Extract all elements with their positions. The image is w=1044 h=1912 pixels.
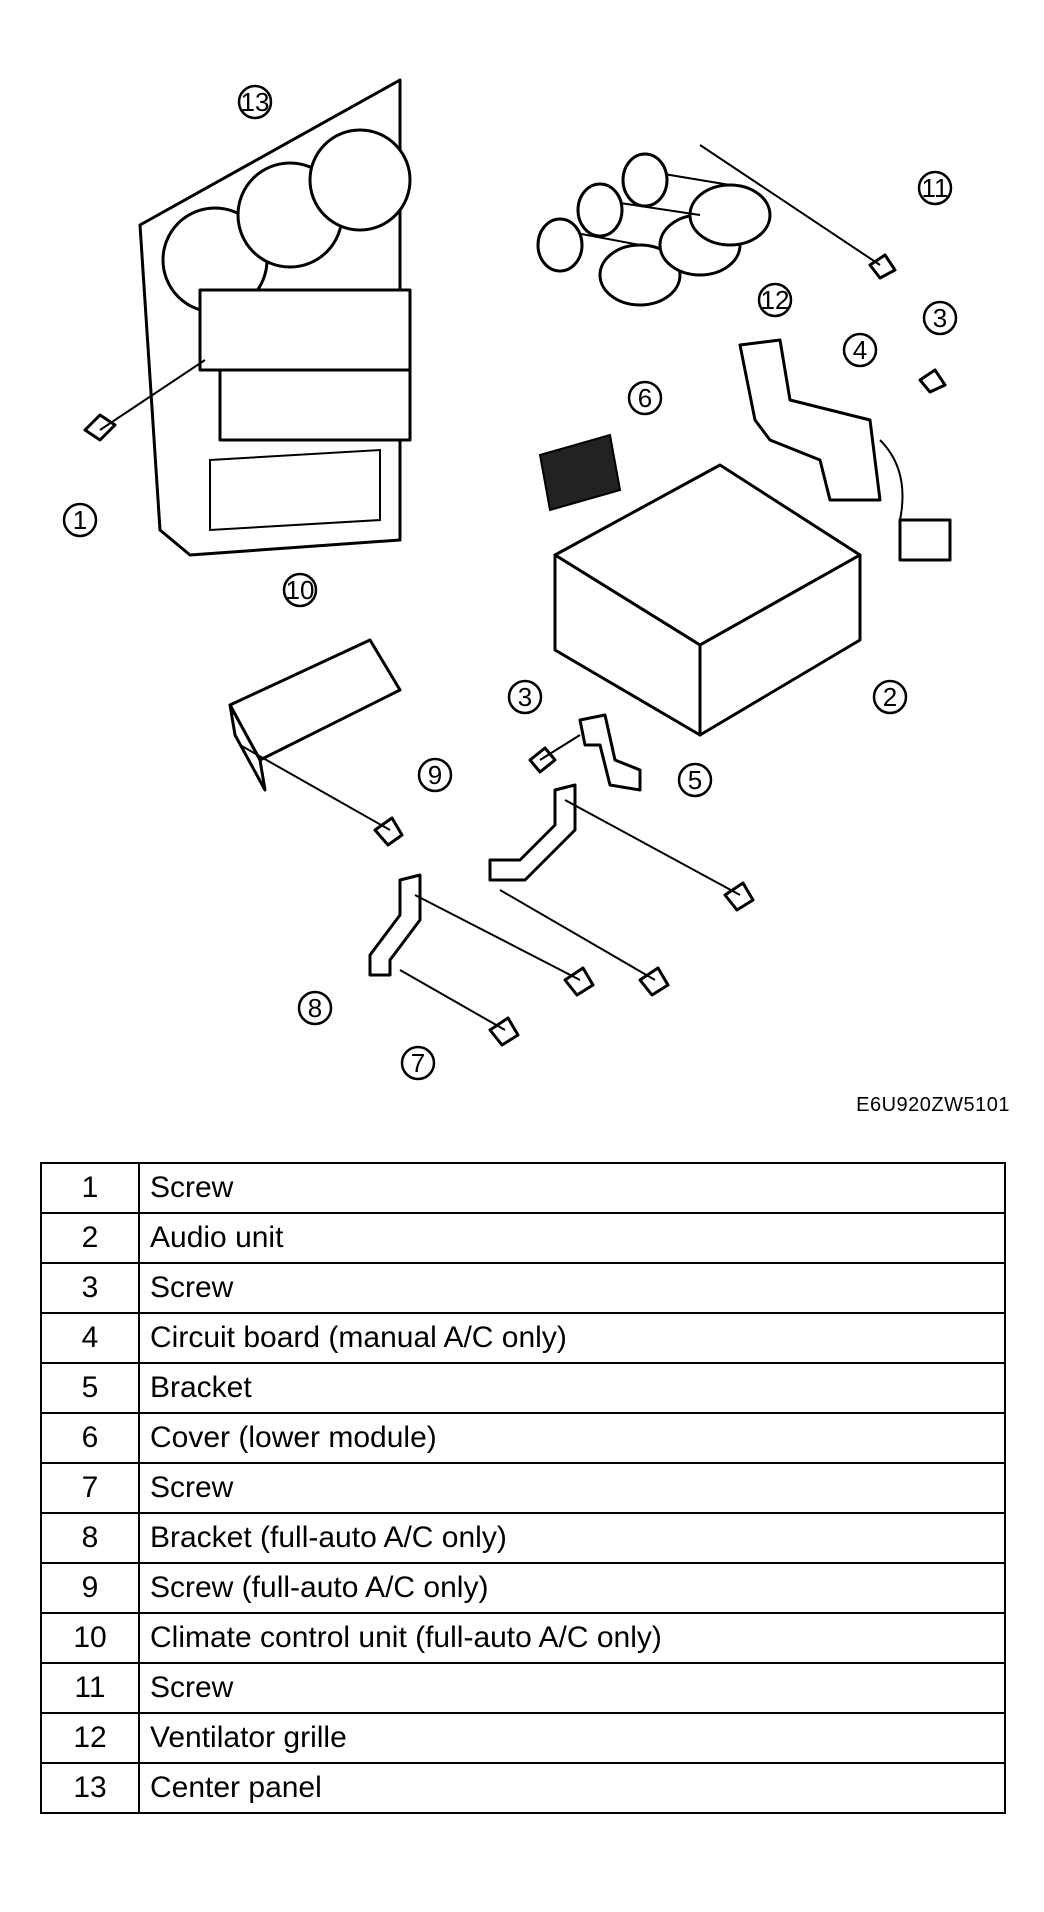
callout-10: 10 bbox=[286, 575, 315, 605]
callout-5: 5 bbox=[688, 765, 702, 795]
part-number: 13 bbox=[40, 1762, 140, 1814]
part-number: 1 bbox=[40, 1162, 140, 1214]
bracket-8 bbox=[368, 783, 577, 977]
callout-1: 1 bbox=[73, 505, 87, 535]
part-name: Bracket bbox=[138, 1362, 1006, 1414]
climate-control-unit bbox=[228, 638, 402, 792]
audio-unit bbox=[553, 463, 862, 737]
part-name: Audio unit bbox=[138, 1212, 1006, 1264]
part-number: 5 bbox=[40, 1362, 140, 1414]
callout-8: 8 bbox=[308, 993, 322, 1023]
center-panel bbox=[138, 78, 412, 557]
ventilator-grille bbox=[536, 152, 772, 307]
part-name: Screw bbox=[138, 1262, 1006, 1314]
callout-labels: 13 11 12 3 4 6 1 10 2 3 5 9 8 7 bbox=[62, 84, 958, 1081]
figure-code: E6U920ZW5101 bbox=[856, 1094, 1010, 1116]
part-number: 4 bbox=[40, 1312, 140, 1364]
part-number: 3 bbox=[40, 1262, 140, 1314]
bracket-5 bbox=[578, 713, 642, 792]
part-name: Climate control unit (full-auto A/C only… bbox=[138, 1612, 1006, 1664]
exploded-parts-diagram: 13 11 12 3 4 6 1 10 2 3 5 9 8 7 bbox=[62, 78, 958, 1081]
screws bbox=[83, 144, 947, 1047]
callout-11: 11 bbox=[922, 173, 949, 203]
part-number: 9 bbox=[40, 1562, 140, 1614]
part-name: Cover (lower module) bbox=[138, 1412, 1006, 1464]
part-number: 12 bbox=[40, 1712, 140, 1764]
callout-13: 13 bbox=[241, 87, 270, 117]
part-name: Circuit board (manual A/C only) bbox=[138, 1312, 1006, 1364]
callout-4: 4 bbox=[853, 335, 867, 365]
circuit-board bbox=[738, 338, 952, 562]
callout-3-mid: 3 bbox=[518, 682, 532, 712]
callout-2: 2 bbox=[883, 682, 897, 712]
cover-lower-module bbox=[538, 433, 622, 512]
part-number: 8 bbox=[40, 1512, 140, 1564]
callout-12: 12 bbox=[761, 285, 790, 315]
part-name: Screw (full-auto A/C only) bbox=[138, 1562, 1006, 1614]
part-name: Screw bbox=[138, 1462, 1006, 1514]
callout-3-top: 3 bbox=[933, 303, 947, 333]
callout-9: 9 bbox=[428, 760, 442, 790]
part-number: 10 bbox=[40, 1612, 140, 1664]
part-number: 7 bbox=[40, 1462, 140, 1514]
part-name: Ventilator grille bbox=[138, 1712, 1006, 1764]
part-name: Screw bbox=[138, 1162, 1006, 1214]
part-name: Bracket (full-auto A/C only) bbox=[138, 1512, 1006, 1564]
part-number: 11 bbox=[40, 1662, 140, 1714]
callout-6: 6 bbox=[638, 383, 652, 413]
part-name: Center panel bbox=[138, 1762, 1006, 1814]
part-number: 6 bbox=[40, 1412, 140, 1464]
part-number: 2 bbox=[40, 1212, 140, 1264]
callout-7: 7 bbox=[411, 1048, 425, 1078]
part-name: Screw bbox=[138, 1662, 1006, 1714]
